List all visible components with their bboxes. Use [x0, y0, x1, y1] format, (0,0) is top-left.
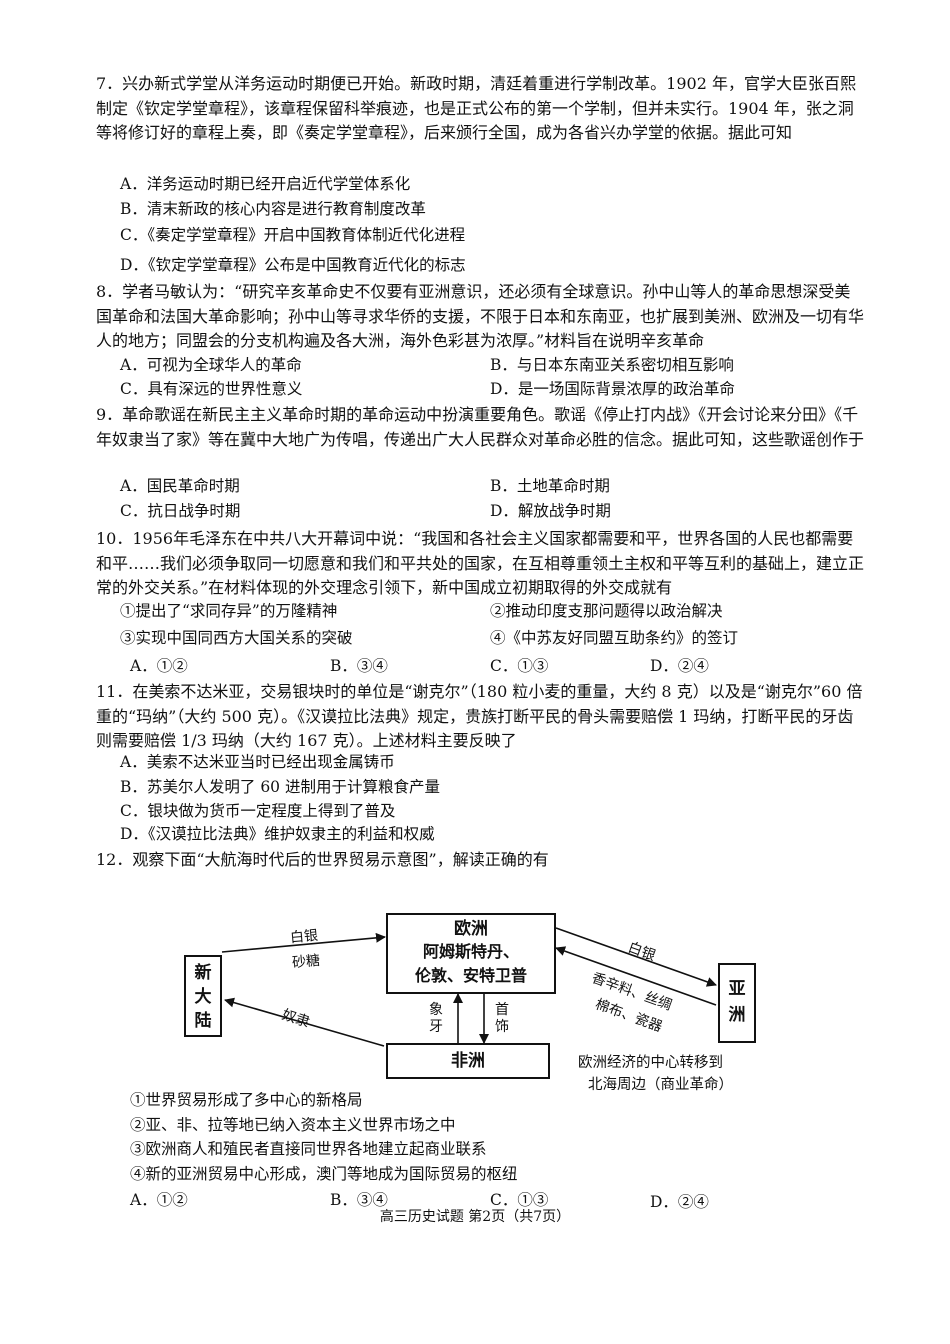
question-12: 12．观察下面“大航海时代后的世界贸易示意图”，解读正确的有 [96, 848, 866, 873]
q10-item-2: ②推动印度支那问题得以政治解决 [490, 602, 723, 620]
q7-option-a: A．洋务运动时期已经开启近代学堂体系化 [120, 175, 411, 193]
arrow-asia-to-europe [555, 946, 717, 1006]
q10-option-b: B．③④ [330, 657, 388, 675]
q12-option-b: B．③④ [330, 1191, 388, 1209]
q9-option-a: A．国民革命时期 [120, 477, 240, 495]
q11-option-b: B．苏美尔人发明了 60 进制用于计算粮食产量 [120, 778, 440, 796]
question-9: 9．革命歌谣在新民主主义革命时期的革命运动中扮演重要角色。歌谣《停止打内战》《开… [96, 403, 866, 452]
q7-option-d: D．《钦定学堂章程》公布是中国教育近代化的标志 [120, 256, 466, 274]
page-footer: 高三历史试题 第2页（共7页） [379, 1209, 571, 1225]
question-8-stem: 8．学者马敏认为：“研究辛亥革命史不仅要有亚洲意识，还必须有全球意识。孙中山等人… [96, 282, 865, 350]
q10-item-1: ①提出了“求同存异”的万隆精神 [120, 602, 338, 620]
q8-option-b: B．与日本东南亚关系密切相互影响 [490, 356, 734, 374]
question-12-stem: 12．观察下面“大航海时代后的世界贸易示意图”，解读正确的有 [96, 850, 549, 869]
note-line-1: 欧洲经济的中心转移到 [578, 1055, 723, 1071]
label-silver-left: 白银 [289, 927, 319, 947]
question-10-stem: 10．1956年毛泽东在中共八大开幕词中说：“我国和各社会主义国家都需要和平，世… [96, 529, 865, 597]
note-line-2: 北海周边（商业革命） [588, 1077, 733, 1093]
europe-cities-line2: 伦敦、安特卫普 [414, 966, 527, 985]
q10-option-a: A．①② [130, 657, 188, 675]
q12-item-3: ③欧洲商人和殖民者直接同世界各地建立起商业联系 [130, 1140, 487, 1158]
q10-item-4: ④《中苏友好同盟互助条约》的签订 [490, 629, 739, 647]
q10-item-3: ③实现中国同西方大国关系的突破 [120, 629, 353, 647]
q12-item-2: ②亚、非、拉等地已纳入资本主义世界市场之中 [130, 1116, 456, 1134]
q9-option-c: C．抗日战争时期 [120, 502, 241, 520]
arrow-europe-to-asia [555, 927, 717, 987]
q11-option-d: D．《汉谟拉比法典》维护奴隶主的利益和权威 [120, 825, 435, 843]
asia-box: 亚洲 [718, 963, 756, 1043]
arrow-newworld-to-europe [221, 932, 386, 953]
q9-option-d: D．解放战争时期 [490, 502, 611, 520]
new-world-label: 新大陆 [194, 963, 212, 1031]
q12-option-d: D．②④ [650, 1193, 709, 1211]
question-7-stem: 7．兴办新式学堂从洋务运动时期便已开始。新政时期，清廷着重进行学制改革。1902… [96, 74, 856, 142]
question-10: 10．1956年毛泽东在中共八大开幕词中说：“我国和各社会主义国家都需要和平，世… [96, 527, 866, 601]
asia-label: 亚洲 [728, 979, 746, 1025]
arrow-africa-to-newworld [224, 997, 385, 1047]
q7-option-c: C．《奏定学堂章程》开启中国教育体制近代化进程 [120, 226, 466, 244]
q10-option-c: C．①③ [490, 657, 549, 675]
q9-option-b: B．土地革命时期 [490, 477, 610, 495]
label-jewelry: 首饰 [495, 1002, 509, 1035]
q12-option-c: C．①③ [490, 1191, 549, 1209]
question-11: 11．在美索不达米亚，交易银块时的单位是“谢克尔”（180 粒小麦的重量，大约 … [96, 680, 866, 754]
q10-option-d: D．②④ [650, 657, 709, 675]
q12-option-a: A．①② [130, 1191, 188, 1209]
africa-box: 非洲 [386, 1043, 550, 1079]
q8-option-d: D．是一场国际背景浓厚的政治革命 [490, 380, 735, 398]
europe-title: 欧洲 [454, 919, 488, 939]
q12-item-1: ①世界贸易形成了多中心的新格局 [130, 1091, 363, 1109]
question-8: 8．学者马敏认为：“研究辛亥革命史不仅要有亚洲意识，还必须有全球意识。孙中山等人… [96, 280, 866, 354]
q11-option-c: C．银块做为货币一定程度上得到了普及 [120, 802, 396, 820]
q8-option-c: C．具有深远的世界性意义 [120, 380, 303, 398]
question-11-stem: 11．在美索不达米亚，交易银块时的单位是“谢克尔”（180 粒小麦的重量，大约 … [96, 682, 863, 750]
africa-label: 非洲 [451, 1051, 485, 1071]
q12-item-4: ④新的亚洲贸易中心形成，澳门等地成为国际贸易的枢纽 [130, 1165, 518, 1183]
question-7: 7．兴办新式学堂从洋务运动时期便已开始。新政时期，清廷着重进行学制改革。1902… [96, 72, 866, 146]
q8-option-a: A．可视为全球华人的革命 [120, 356, 302, 374]
label-sugar: 砂糖 [291, 952, 321, 972]
q11-option-a: A．美索不达米亚当时已经出现金属铸币 [120, 753, 395, 771]
question-9-stem: 9．革命歌谣在新民主主义革命时期的革命运动中扮演重要角色。歌谣《停止打内战》《开… [96, 405, 865, 449]
europe-box: 欧洲 阿姆斯特丹、 伦敦、安特卫普 [386, 913, 556, 994]
new-world-box: 新大陆 [184, 955, 222, 1037]
europe-cities-line1: 阿姆斯特丹、 [422, 942, 519, 961]
label-ivory: 象牙 [429, 1002, 443, 1035]
q7-option-b: B．清末新政的核心内容是进行教育制度改革 [120, 200, 426, 218]
